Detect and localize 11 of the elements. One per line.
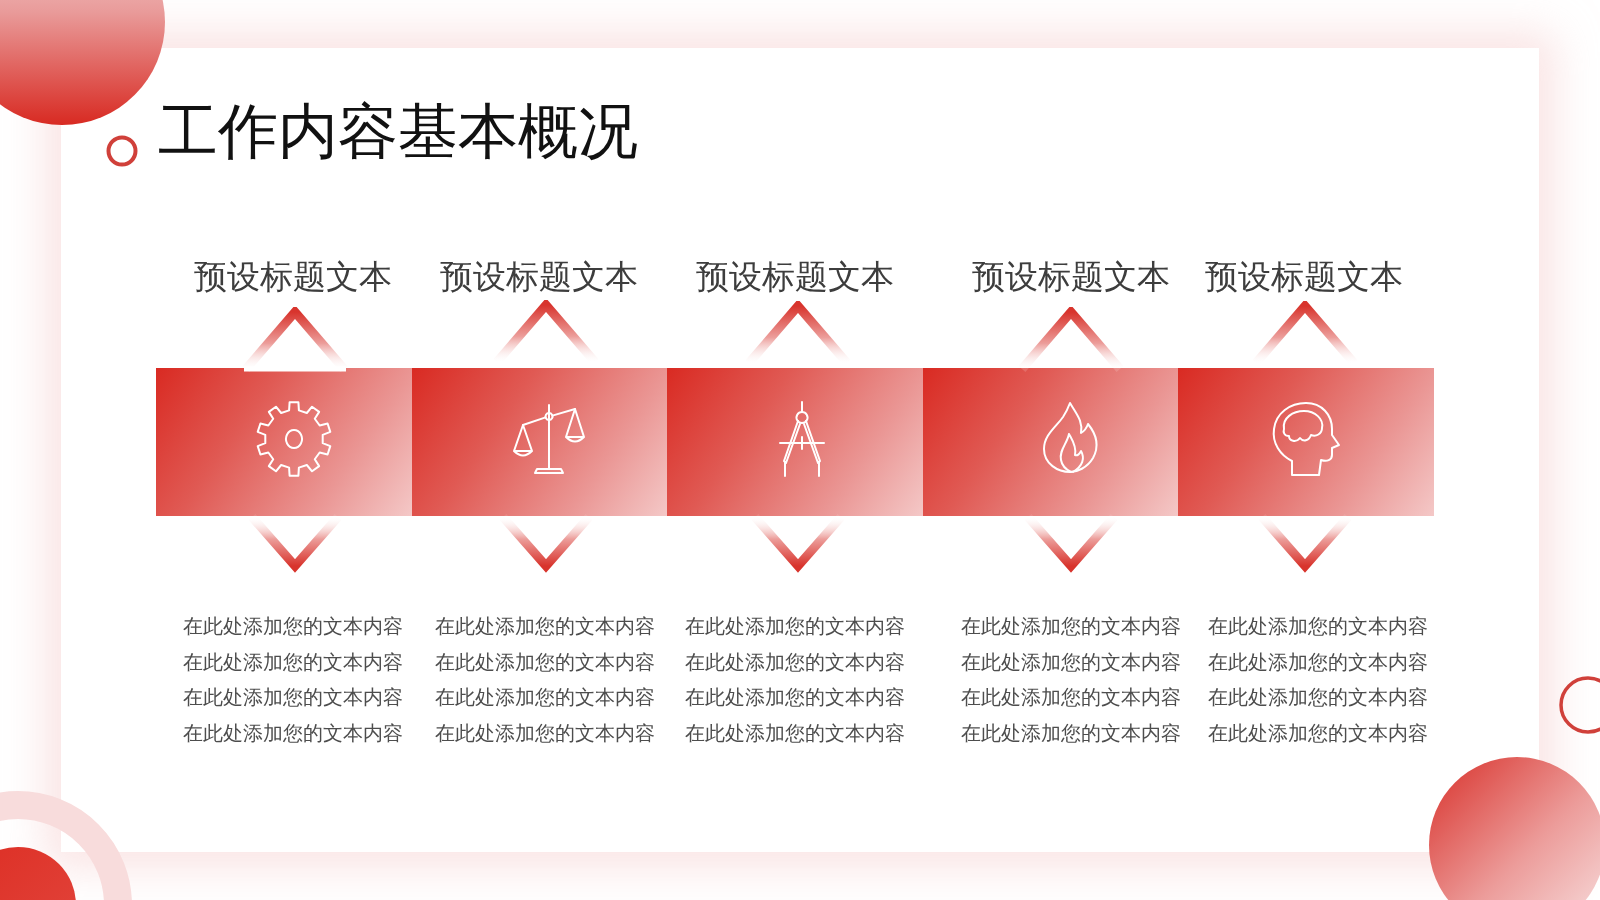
title: 工作内容基本概况: [158, 97, 638, 167]
column-heading: 预设标题文本: [1205, 257, 1403, 297]
column-heading: 预设标题文本: [440, 257, 638, 297]
body-text: 在此处添加您的文本内容在此处添加您的文本内容在此处添加您的文本内容在此处添加您的文本内容: [1207, 614, 1429, 746]
column-heading: 预设标题文本: [972, 257, 1170, 297]
body-text: 在此处添加您的文本内容在此处添加您的文本内容在此处添加您的文本内容在此处添加您的文本内容: [960, 614, 1182, 746]
body-text: 在此处添加您的文本内容在此处添加您的文本内容在此处添加您的文本内容在此处添加您的文本内容: [434, 614, 656, 746]
column-heading: 预设标题文本: [696, 257, 894, 297]
body-text: 在此处添加您的文本内容在此处添加您的文本内容在此处添加您的文本内容在此处添加您的文本内容: [684, 614, 906, 746]
body-text: 在此处添加您的文本内容在此处添加您的文本内容在此处添加您的文本内容在此处添加您的文本内容: [182, 614, 404, 746]
column-heading: 预设标题文本: [194, 257, 392, 297]
